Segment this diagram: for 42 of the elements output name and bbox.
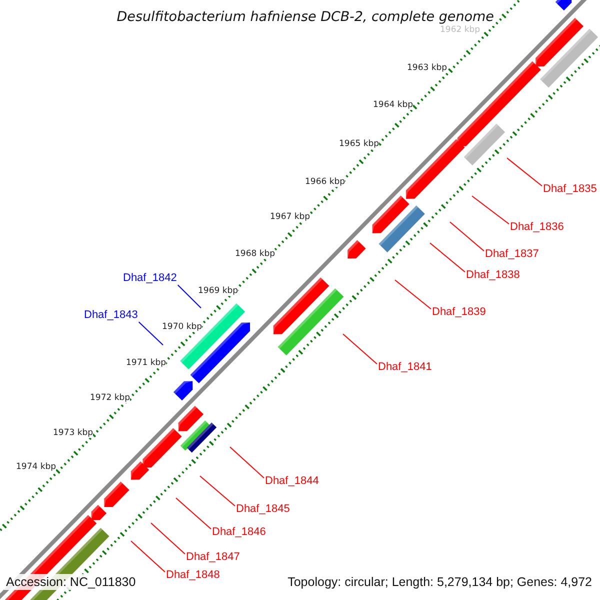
map-title: Desulfitobacterium hafniense DCB-2, complete genome: [116, 8, 494, 26]
scale-label: 1964 kbp: [373, 100, 414, 110]
scale-label: 1968 kbp: [235, 249, 276, 259]
leader-line: [506, 158, 542, 186]
gene-label: Dhaf_1848: [166, 569, 220, 582]
scale-label: 1963 kbp: [407, 63, 448, 73]
leader-line: [394, 280, 432, 310]
leader-line: [177, 284, 202, 308]
leader-line: [450, 222, 484, 252]
leader-line: [230, 446, 264, 478]
gene-label: Dhaf_1837: [485, 248, 539, 261]
gene-label: Dhaf_1846: [212, 526, 266, 539]
gene-label: Dhaf_1844: [265, 475, 319, 488]
gene-label: Dhaf_1842: [123, 272, 177, 285]
gene-label: Dhaf_1841: [378, 361, 432, 374]
accession-text: Accession: NC_011830: [4, 574, 138, 590]
gene-label: Dhaf_1847: [186, 551, 240, 564]
leader-line: [430, 242, 466, 272]
leader-line: [150, 522, 186, 554]
gene-label: Dhaf_1836: [510, 221, 564, 234]
leader-line: [176, 498, 212, 530]
scale-label: 1967 kbp: [270, 212, 310, 222]
leader-line: [342, 334, 378, 364]
gene-label: Dhaf_1845: [236, 503, 290, 516]
gene-label: Dhaf_1835: [543, 183, 597, 196]
scale-label: 1965 kbp: [339, 139, 380, 149]
scale-label: 1971 kbp: [126, 358, 166, 368]
genome-info-text: Topology: circular; Length: 5,279,134 bp; Genes: 4,972: [286, 574, 594, 590]
gene-label: Dhaf_1839: [432, 306, 486, 319]
scale-label: 1962 kbp: [440, 25, 480, 35]
scale-label: 1966 kbp: [305, 177, 346, 187]
scale-label: 1970 kbp: [162, 322, 202, 332]
scale-label: 1973 kbp: [53, 428, 94, 438]
scale-label: 1974 kbp: [16, 462, 56, 472]
leader-line: [130, 540, 166, 572]
scale-label: 1969 kbp: [198, 286, 238, 296]
scale-label: 1972 kbp: [90, 393, 130, 403]
leader-line: [472, 196, 510, 224]
gene-label: Dhaf_1838: [466, 269, 520, 282]
leader-line: [138, 322, 164, 346]
gene-label: Dhaf_1843: [84, 309, 138, 322]
leader-line: [200, 476, 236, 506]
